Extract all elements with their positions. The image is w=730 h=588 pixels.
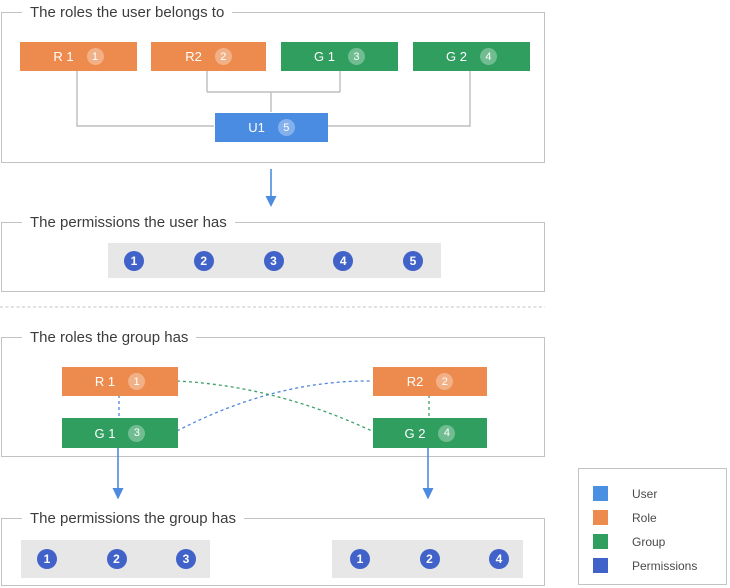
permission-circle: 2	[106, 549, 127, 569]
node-role-r1: R 1 1	[20, 42, 137, 71]
node-role-r2: R2 2	[151, 42, 266, 71]
user-color-swatch	[593, 486, 608, 501]
permission-badge: 1	[128, 373, 146, 390]
node-label: R2	[406, 374, 424, 389]
legend: User Role Group Permissions	[578, 468, 727, 585]
permission-circle: 1	[37, 549, 57, 569]
section-perms-group: The permissions the group has 1 2 3 1 2 …	[1, 509, 545, 586]
section-roles-group-title: The roles the group has	[22, 328, 197, 347]
permission-badge: 3	[128, 424, 146, 442]
legend-row-permissions: Permissions	[593, 558, 726, 573]
section-roles-group: The roles the group has R 1 1 R2 2 G 1 3…	[1, 328, 545, 457]
permission-badge: 2	[214, 48, 232, 65]
permission-circle: 4	[489, 549, 509, 569]
role-color-swatch	[593, 510, 608, 525]
section-perms-user: The permissions the user has 1 2 3 4 5	[1, 213, 545, 292]
section-roles-user-title: The roles the user belongs to	[22, 3, 233, 22]
node-group-g1: G 1 3	[281, 42, 398, 71]
section-perms-group-title: The permissions the group has	[22, 509, 244, 528]
group2-permissions-strip: 1 2 4	[332, 540, 523, 578]
node-label: R2	[185, 49, 202, 64]
permission-circle: 2	[419, 549, 440, 569]
legend-row-group: Group	[593, 534, 726, 549]
group-color-swatch	[593, 534, 608, 549]
node-label: R 1	[94, 374, 116, 389]
node-role-r2: R2 2	[373, 367, 487, 396]
node-user-u1: U1 5	[215, 113, 328, 142]
group1-permissions-strip: 1 2 3	[21, 540, 210, 578]
permission-badge: 3	[347, 48, 365, 65]
permission-circle: 5	[403, 250, 423, 271]
legend-label: Permissions	[632, 558, 698, 573]
node-label: G 2	[446, 49, 467, 64]
permission-circle: 3	[263, 250, 284, 271]
node-group-g2: G 2 4	[413, 42, 530, 71]
permission-circle: 1	[350, 549, 370, 569]
legend-row-role: Role	[593, 510, 726, 525]
node-label: G 1	[94, 425, 116, 441]
permission-badge: 2	[436, 373, 454, 390]
permission-circle: 3	[176, 549, 196, 569]
legend-row-user: User	[593, 486, 726, 501]
permission-circle: 1	[124, 250, 144, 271]
node-label: G 2	[404, 425, 426, 441]
node-group-g1: G 1 3	[62, 418, 178, 448]
legend-label: Role	[632, 510, 657, 525]
node-label: U1	[248, 120, 265, 135]
permission-badge: 4	[479, 48, 497, 65]
arrow-user-to-permissions	[265, 169, 277, 207]
section-perms-user-title: The permissions the user has	[22, 213, 235, 232]
user-permissions-strip: 1 2 3 4 5	[108, 243, 441, 278]
permission-badge: 4	[438, 424, 456, 442]
node-group-g2: G 2 4	[373, 418, 487, 448]
node-role-r1: R 1 1	[62, 367, 178, 396]
legend-label: User	[632, 486, 658, 501]
permission-circle: 4	[333, 250, 354, 271]
permission-circle: 2	[193, 250, 214, 271]
node-label: R 1	[53, 49, 74, 64]
permission-badge: 5	[277, 119, 295, 136]
section-roles-user: The roles the user belongs to R 1 1 R2 2…	[1, 3, 545, 163]
node-label: G 1	[314, 49, 335, 64]
permissions-color-swatch	[593, 558, 608, 573]
legend-label: Group	[632, 534, 666, 549]
permission-badge: 1	[86, 48, 104, 65]
